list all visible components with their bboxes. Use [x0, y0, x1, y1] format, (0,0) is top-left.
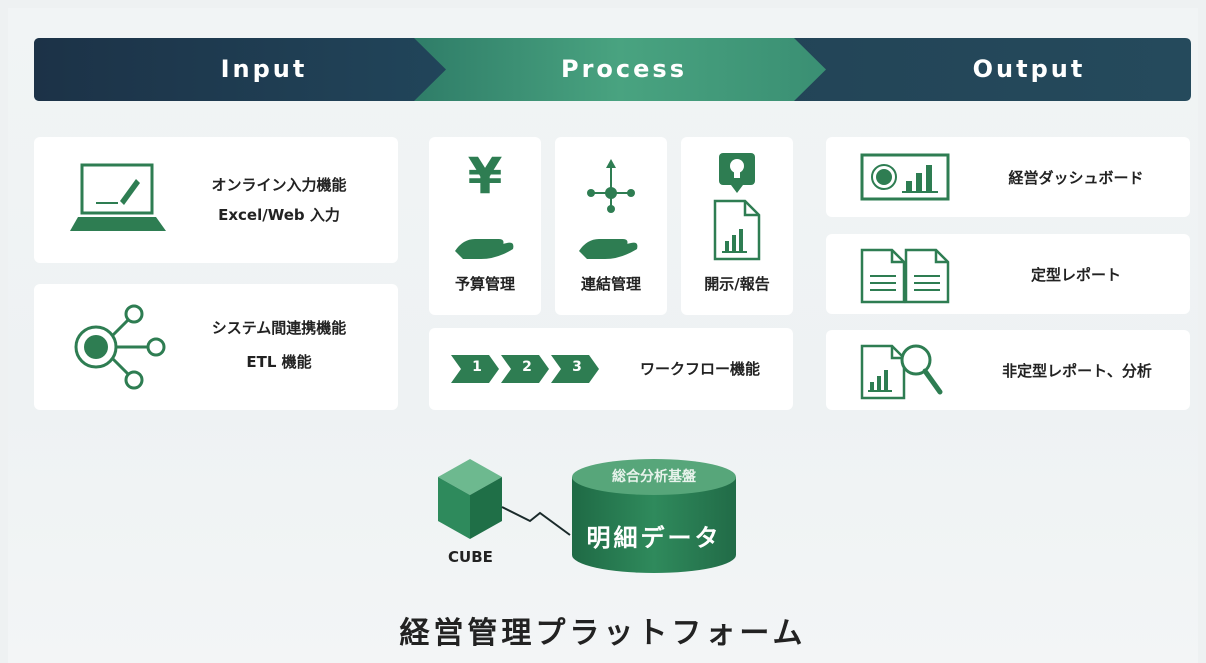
network-icon — [587, 159, 635, 213]
step-3-chevron — [551, 355, 599, 383]
yen-icon: ¥ — [467, 147, 503, 205]
step-3-label: 3 — [572, 359, 582, 375]
report-icon — [713, 199, 761, 261]
disclosure-card: 開示/報告 — [681, 137, 793, 315]
consolidation-label: 連結管理 — [580, 275, 641, 293]
consolidation-card: 連結管理 — [555, 137, 667, 315]
adhoc-analysis-label: 非定型レポート、分析 — [1002, 362, 1152, 380]
budget-label: 予算管理 — [454, 275, 515, 293]
input-header: Input — [220, 55, 308, 83]
dashboard-card: 経営ダッシュボード — [826, 137, 1190, 217]
process-arrow — [414, 38, 826, 101]
workflow-label: ワークフロー機能 — [639, 360, 760, 378]
online-input-line2: Excel/Web 入力 — [218, 206, 340, 224]
online-input-card: オンライン入力機能 Excel/Web 入力 — [34, 137, 398, 263]
network-hub-icon — [74, 304, 166, 390]
cylinder-main-label: 明細データ — [586, 524, 722, 552]
output-header: Output — [972, 55, 1086, 83]
header-band: Input Process Output — [34, 38, 1191, 101]
cylinder-top-label: 総合分析基盤 — [612, 469, 696, 485]
workflow-card: 1 2 3 ワークフロー機能 — [429, 328, 793, 410]
standard-report-card: 定型レポート — [826, 234, 1190, 314]
system-integration-line1: システム間連携機能 — [211, 319, 347, 337]
step-1-label: 1 — [472, 359, 482, 375]
process-header: Process — [561, 55, 687, 83]
step-2-label: 2 — [522, 359, 532, 375]
lightbulb-icon — [719, 153, 755, 193]
step-2-chevron — [501, 355, 549, 383]
dashboard-label: 経営ダッシュボード — [1008, 169, 1144, 187]
budget-card: ¥ 予算管理 — [429, 137, 541, 315]
adhoc-analysis-card: 非定型レポート、分析 — [826, 330, 1190, 410]
disclosure-label: 開示/報告 — [704, 275, 770, 293]
cube-label: CUBE — [448, 548, 493, 566]
cube-icon — [438, 459, 502, 539]
dashboard-icon — [860, 153, 950, 201]
header-arrows — [34, 38, 1191, 101]
system-integration-card: システム間連携機能 ETL 機能 — [34, 284, 398, 410]
standard-report-label: 定型レポート — [1030, 266, 1121, 284]
step-1-chevron — [451, 355, 499, 383]
workflow-steps — [451, 355, 599, 383]
platform-title: 経営管理プラットフォーム — [399, 616, 807, 651]
connector-line — [501, 506, 571, 536]
system-integration-line2: ETL 機能 — [246, 353, 312, 371]
documents-icon — [860, 248, 950, 304]
data-foundation-graphic — [438, 459, 736, 573]
input-arrow — [34, 38, 446, 101]
online-input-line1: オンライン入力機能 — [211, 176, 347, 194]
chart-magnifier-icon — [860, 344, 943, 400]
laptop-pen-icon — [70, 163, 166, 231]
cylinder-icon — [572, 459, 736, 573]
hand-icon — [455, 239, 514, 259]
hand-icon — [579, 239, 638, 259]
